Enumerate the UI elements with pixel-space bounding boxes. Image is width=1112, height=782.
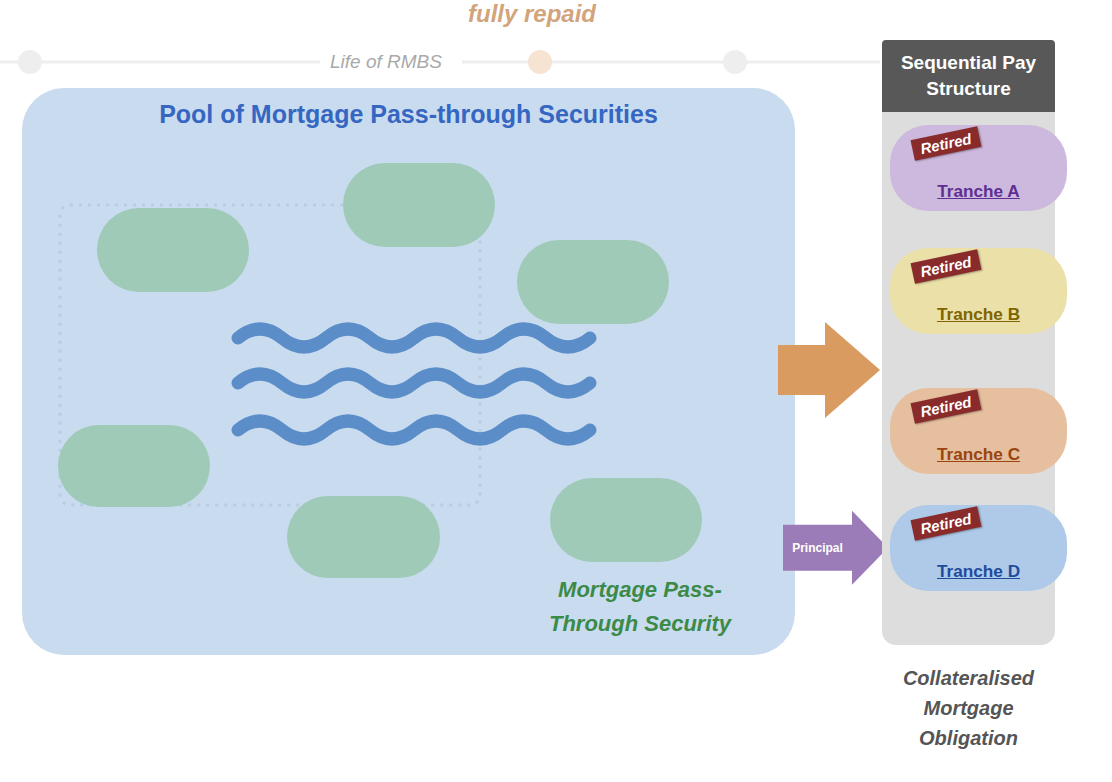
panel-caption: Collateralised Mortgage Obligation <box>872 663 1065 753</box>
panel-header: Sequential Pay Structure <box>882 40 1055 112</box>
pool-box: Pool of Mortgage Pass-through Securities <box>22 88 795 655</box>
wave <box>238 421 590 439</box>
tranche-name: Tranche C <box>890 444 1067 465</box>
retired-stamp: Retired <box>911 389 982 424</box>
retired-stamp: Retired <box>911 126 982 161</box>
faded-timeline-label: Life of RMBS <box>330 51 442 73</box>
pool-title: Pool of Mortgage Pass-through Securities <box>22 100 795 129</box>
waves <box>238 329 590 439</box>
security-label: Mortgage Pass-Through Security <box>520 573 760 641</box>
security-pill <box>343 163 495 247</box>
retired-stamp: Retired <box>911 249 982 284</box>
cmo-panel: Sequential Pay StructureCollateralised M… <box>882 40 1055 645</box>
security-pill <box>287 496 440 578</box>
pass-through-securities <box>58 163 702 578</box>
retired-stamp: Retired <box>911 506 982 541</box>
wave <box>238 374 590 392</box>
tranche-box: Tranche C Retired <box>890 388 1067 474</box>
timeline-dot <box>528 50 552 74</box>
principal-arrow <box>783 511 888 585</box>
security-pill <box>550 478 702 562</box>
flow-arrow <box>778 322 880 418</box>
security-pill <box>97 208 249 292</box>
timeline-line <box>462 61 880 64</box>
tranche-name: Tranche D <box>890 561 1067 582</box>
tranche-name: Tranche A <box>890 181 1067 202</box>
timeline-dot <box>18 50 42 74</box>
pool-background <box>22 88 795 655</box>
tranche-box: Tranche B Retired <box>890 248 1067 334</box>
timeline-line <box>0 61 320 64</box>
edge-label: Principal <box>791 541 844 555</box>
tranche-box: Tranche D Retired <box>890 505 1067 591</box>
faded-note: fully repaid <box>468 0 596 28</box>
security-pill <box>517 240 669 324</box>
timeline-dot <box>723 50 747 74</box>
security-pill <box>58 425 210 507</box>
tranche-name: Tranche B <box>890 304 1067 325</box>
tranche-box: Tranche A Retired <box>890 125 1067 211</box>
wave <box>238 329 590 347</box>
